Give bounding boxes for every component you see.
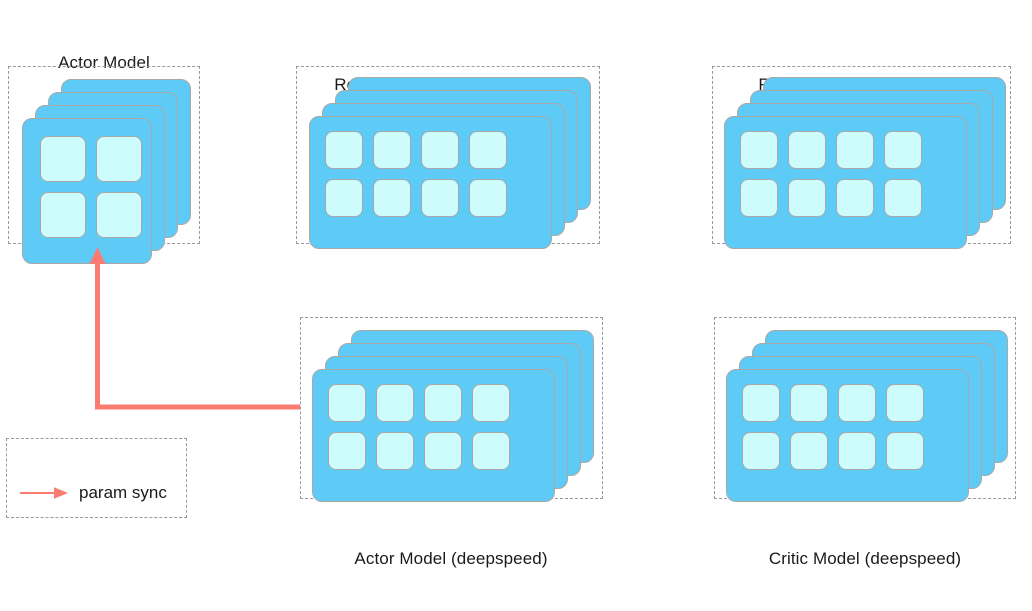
card-stack-critic-model: [714, 317, 1016, 502]
device-cell: [886, 384, 924, 422]
device-cell: [328, 384, 366, 422]
device-cell: [886, 432, 924, 470]
group-label-actor-deepspeed: Actor Model (deepspeed): [288, 506, 614, 611]
device-cell: [788, 179, 826, 217]
device-cell: [838, 384, 876, 422]
device-cell: [742, 432, 780, 470]
device-cell: [472, 432, 510, 470]
device-cell: [40, 192, 86, 238]
device-cell: [40, 136, 86, 182]
device-cell: [421, 131, 459, 169]
device-grid-reward-model: [740, 131, 922, 217]
card-stack-actor-deepspeed: [300, 317, 603, 502]
device-cell: [790, 432, 828, 470]
device-cell: [740, 131, 778, 169]
device-grid-critic-model: [742, 384, 924, 470]
device-grid-reference-model: [325, 131, 507, 217]
device-cell: [424, 384, 462, 422]
device-cell: [790, 384, 828, 422]
legend-label-param-sync: param sync: [79, 483, 167, 502]
stack-card-front: [724, 116, 967, 249]
device-cell: [836, 131, 874, 169]
device-cell: [96, 136, 142, 182]
group-label-critic-model: Critic Model (deepspeed): [702, 506, 1028, 611]
device-cell: [884, 179, 922, 217]
group-label-line: Actor Model (deepspeed): [354, 549, 548, 568]
device-cell: [96, 192, 142, 238]
device-cell: [740, 179, 778, 217]
device-cell: [373, 131, 411, 169]
device-cell: [373, 179, 411, 217]
legend-container: [6, 438, 187, 518]
device-cell: [836, 179, 874, 217]
stack-card-front: [312, 369, 555, 502]
device-cell: [469, 131, 507, 169]
stack-card-front: [726, 369, 969, 502]
param-sync-connector-path: [95, 262, 300, 410]
arrow-right-icon: [20, 487, 68, 499]
legend-item-param-sync: param sync: [20, 483, 167, 503]
stack-card-front: [22, 118, 152, 264]
device-cell: [788, 131, 826, 169]
device-cell: [376, 432, 414, 470]
device-cell: [469, 179, 507, 217]
device-cell: [838, 432, 876, 470]
device-grid-actor-generation: [40, 136, 142, 238]
group-label-line: Critic Model (deepspeed): [768, 549, 962, 568]
stack-card-front: [309, 116, 552, 249]
device-cell: [472, 384, 510, 422]
device-cell: [328, 432, 366, 470]
device-cell: [376, 384, 414, 422]
device-cell: [421, 179, 459, 217]
card-stack-reward-model: [712, 66, 1011, 249]
device-cell: [424, 432, 462, 470]
device-cell: [325, 179, 363, 217]
card-stack-reference-model: [296, 66, 600, 249]
device-cell: [742, 384, 780, 422]
device-cell: [884, 131, 922, 169]
device-grid-actor-deepspeed: [328, 384, 510, 470]
diagram-canvas: Actor Model (generation, vllm) Reference…: [6, 53, 1016, 568]
device-cell: [325, 131, 363, 169]
group-label-line: Actor Model: [58, 53, 150, 72]
card-stack-actor-generation: [8, 66, 200, 264]
